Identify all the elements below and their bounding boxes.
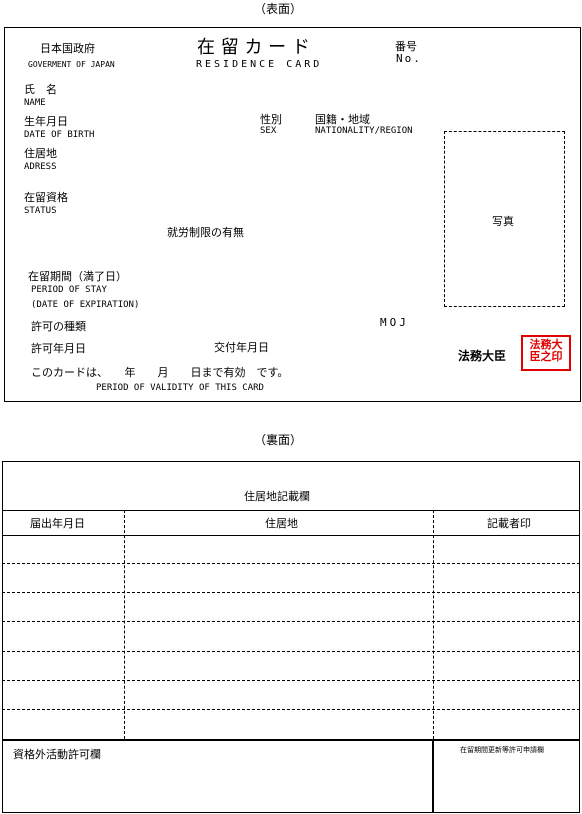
card-front xyxy=(4,27,581,402)
photo-box xyxy=(444,131,565,307)
front-heading: （表面） xyxy=(254,2,303,16)
activity-label: 資格外活動許可欄 xyxy=(13,748,101,761)
status-jp: 在留資格 xyxy=(24,191,68,204)
table-row xyxy=(2,621,580,622)
dob-jp: 生年月日 xyxy=(24,115,68,128)
minister-seal: 法務大臣之印 xyxy=(521,335,571,371)
nationality-en: NATIONALITY/REGION xyxy=(315,126,413,136)
gov-en: GOVERMENT OF JAPAN xyxy=(28,60,115,69)
table-row xyxy=(2,651,580,652)
address-jp: 住居地 xyxy=(24,147,57,160)
header-bottom-rule xyxy=(2,535,580,536)
column-divider xyxy=(124,510,125,739)
back-heading: （裏面） xyxy=(254,433,303,447)
sex-jp: 性別 xyxy=(260,113,282,126)
nationality-jp: 国籍・地域 xyxy=(315,113,370,126)
name-en: NAME xyxy=(24,98,46,108)
issue-date: 交付年月日 xyxy=(214,341,269,354)
seal-text: 法務大臣之印 xyxy=(529,338,563,363)
minister-label: 法務大臣 xyxy=(458,349,507,363)
address-en: ADRESS xyxy=(24,162,57,172)
table-row xyxy=(2,680,580,681)
number-en: No. xyxy=(396,52,422,65)
column-header: 記載者印 xyxy=(487,517,531,530)
expiration-en: (DATE OF EXPIRATION) xyxy=(31,300,140,310)
validity-jp: このカードは、 年 月 日まで有効 です。 xyxy=(31,366,289,379)
moj-label: MOJ xyxy=(380,316,409,329)
activity-divider xyxy=(432,741,434,813)
photo-label: 写真 xyxy=(492,215,514,228)
table-row xyxy=(2,592,580,593)
activity-top-rule xyxy=(2,739,580,741)
period-jp: 在留期間（満了日） xyxy=(28,270,127,283)
column-header: 住居地 xyxy=(265,517,298,530)
period-en: PERIOD OF STAY xyxy=(31,285,107,295)
number-jp: 番号 xyxy=(395,40,417,53)
validity-en: PERIOD OF VALIDITY OF THIS CARD xyxy=(96,383,264,393)
name-jp: 氏 名 xyxy=(24,83,57,96)
title-en: RESIDENCE CARD xyxy=(196,59,323,70)
card-back xyxy=(2,461,580,813)
table-title: 住居地記載欄 xyxy=(244,490,310,503)
title-jp: 在 留 カ ー ド xyxy=(197,37,310,58)
table-row xyxy=(2,563,580,564)
work-restriction: 就労制限の有無 xyxy=(167,226,244,239)
table-row xyxy=(2,709,580,710)
status-en: STATUS xyxy=(24,206,57,216)
table-top-rule xyxy=(2,510,580,511)
permit-type: 許可の種類 xyxy=(31,320,86,333)
permit-date: 許可年月日 xyxy=(31,342,86,355)
dob-en: DATE OF BIRTH xyxy=(24,130,95,140)
column-header: 届出年月日 xyxy=(30,517,85,530)
sex-en: SEX xyxy=(260,126,277,136)
gov-jp: 日本国政府 xyxy=(40,42,95,55)
renewal-label: 在留期間更新等許可申請欄 xyxy=(460,746,544,754)
column-divider xyxy=(433,510,434,739)
